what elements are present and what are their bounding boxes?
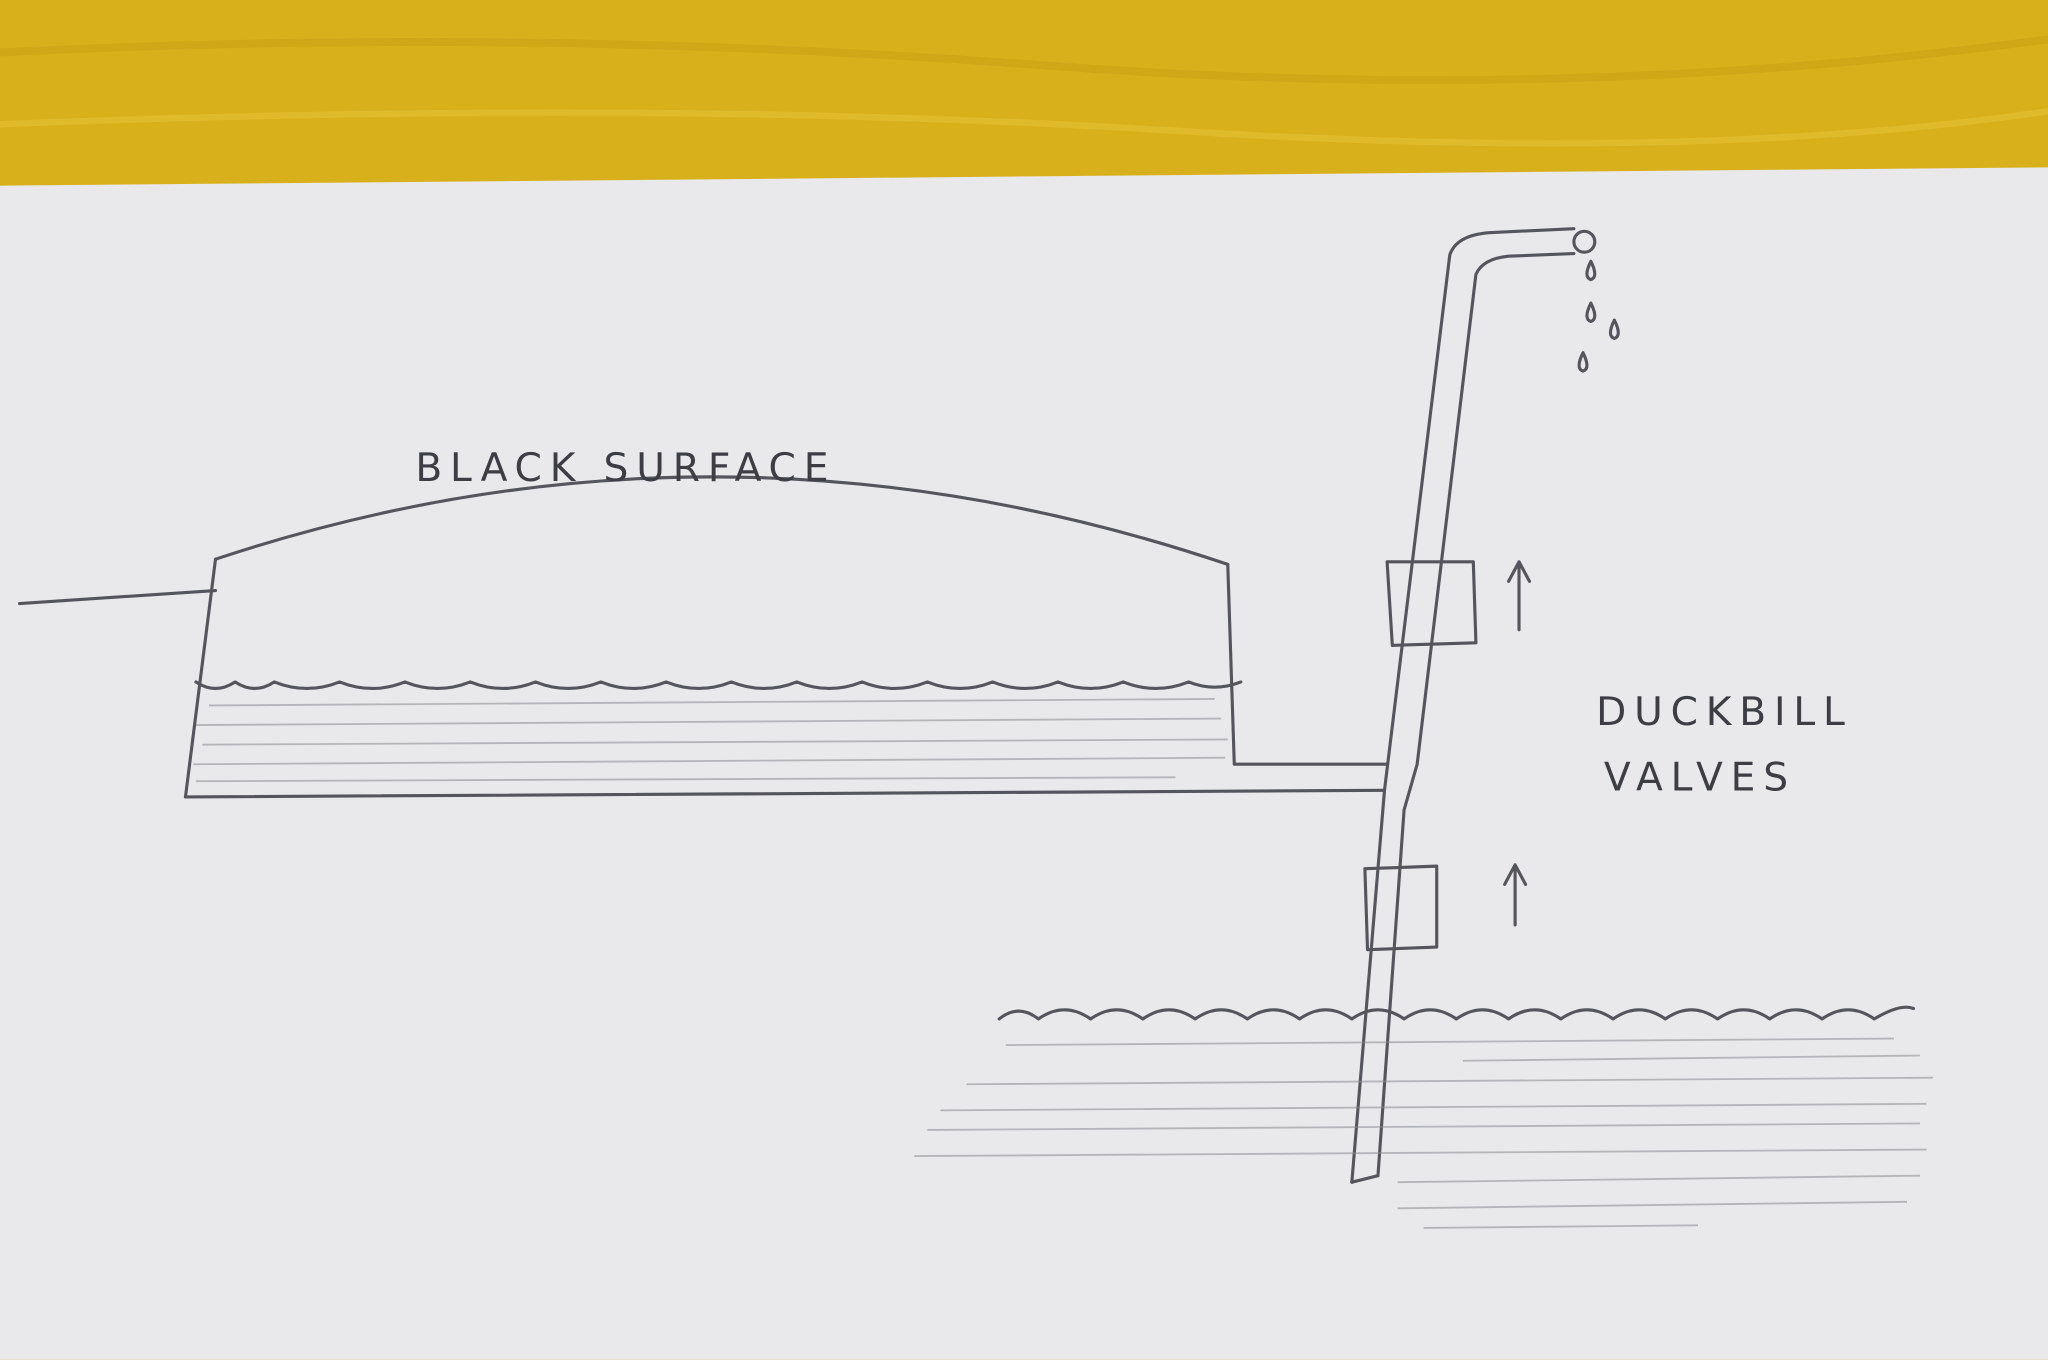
valves-label: DUCKBILL VALVES <box>1596 690 1853 800</box>
tank-water-shading <box>193 698 1228 783</box>
black-surface-label: BLACK SURFACE <box>415 446 836 491</box>
upper-duckbill-valve <box>1385 560 1532 647</box>
lower-duckbill-valve <box>1363 863 1528 952</box>
solar-tank: BLACK SURFACE <box>18 446 1389 799</box>
water-drips <box>1572 229 1620 373</box>
lake-water <box>914 1005 1934 1229</box>
tank-water-line <box>194 680 1243 691</box>
table-surface <box>0 0 2048 210</box>
pipe <box>1350 227 1576 1184</box>
valves-label-text: VALVES <box>1604 755 1796 800</box>
paper-sheet <box>0 167 2048 1360</box>
duckbill-label: DUCKBILL <box>1596 690 1853 735</box>
